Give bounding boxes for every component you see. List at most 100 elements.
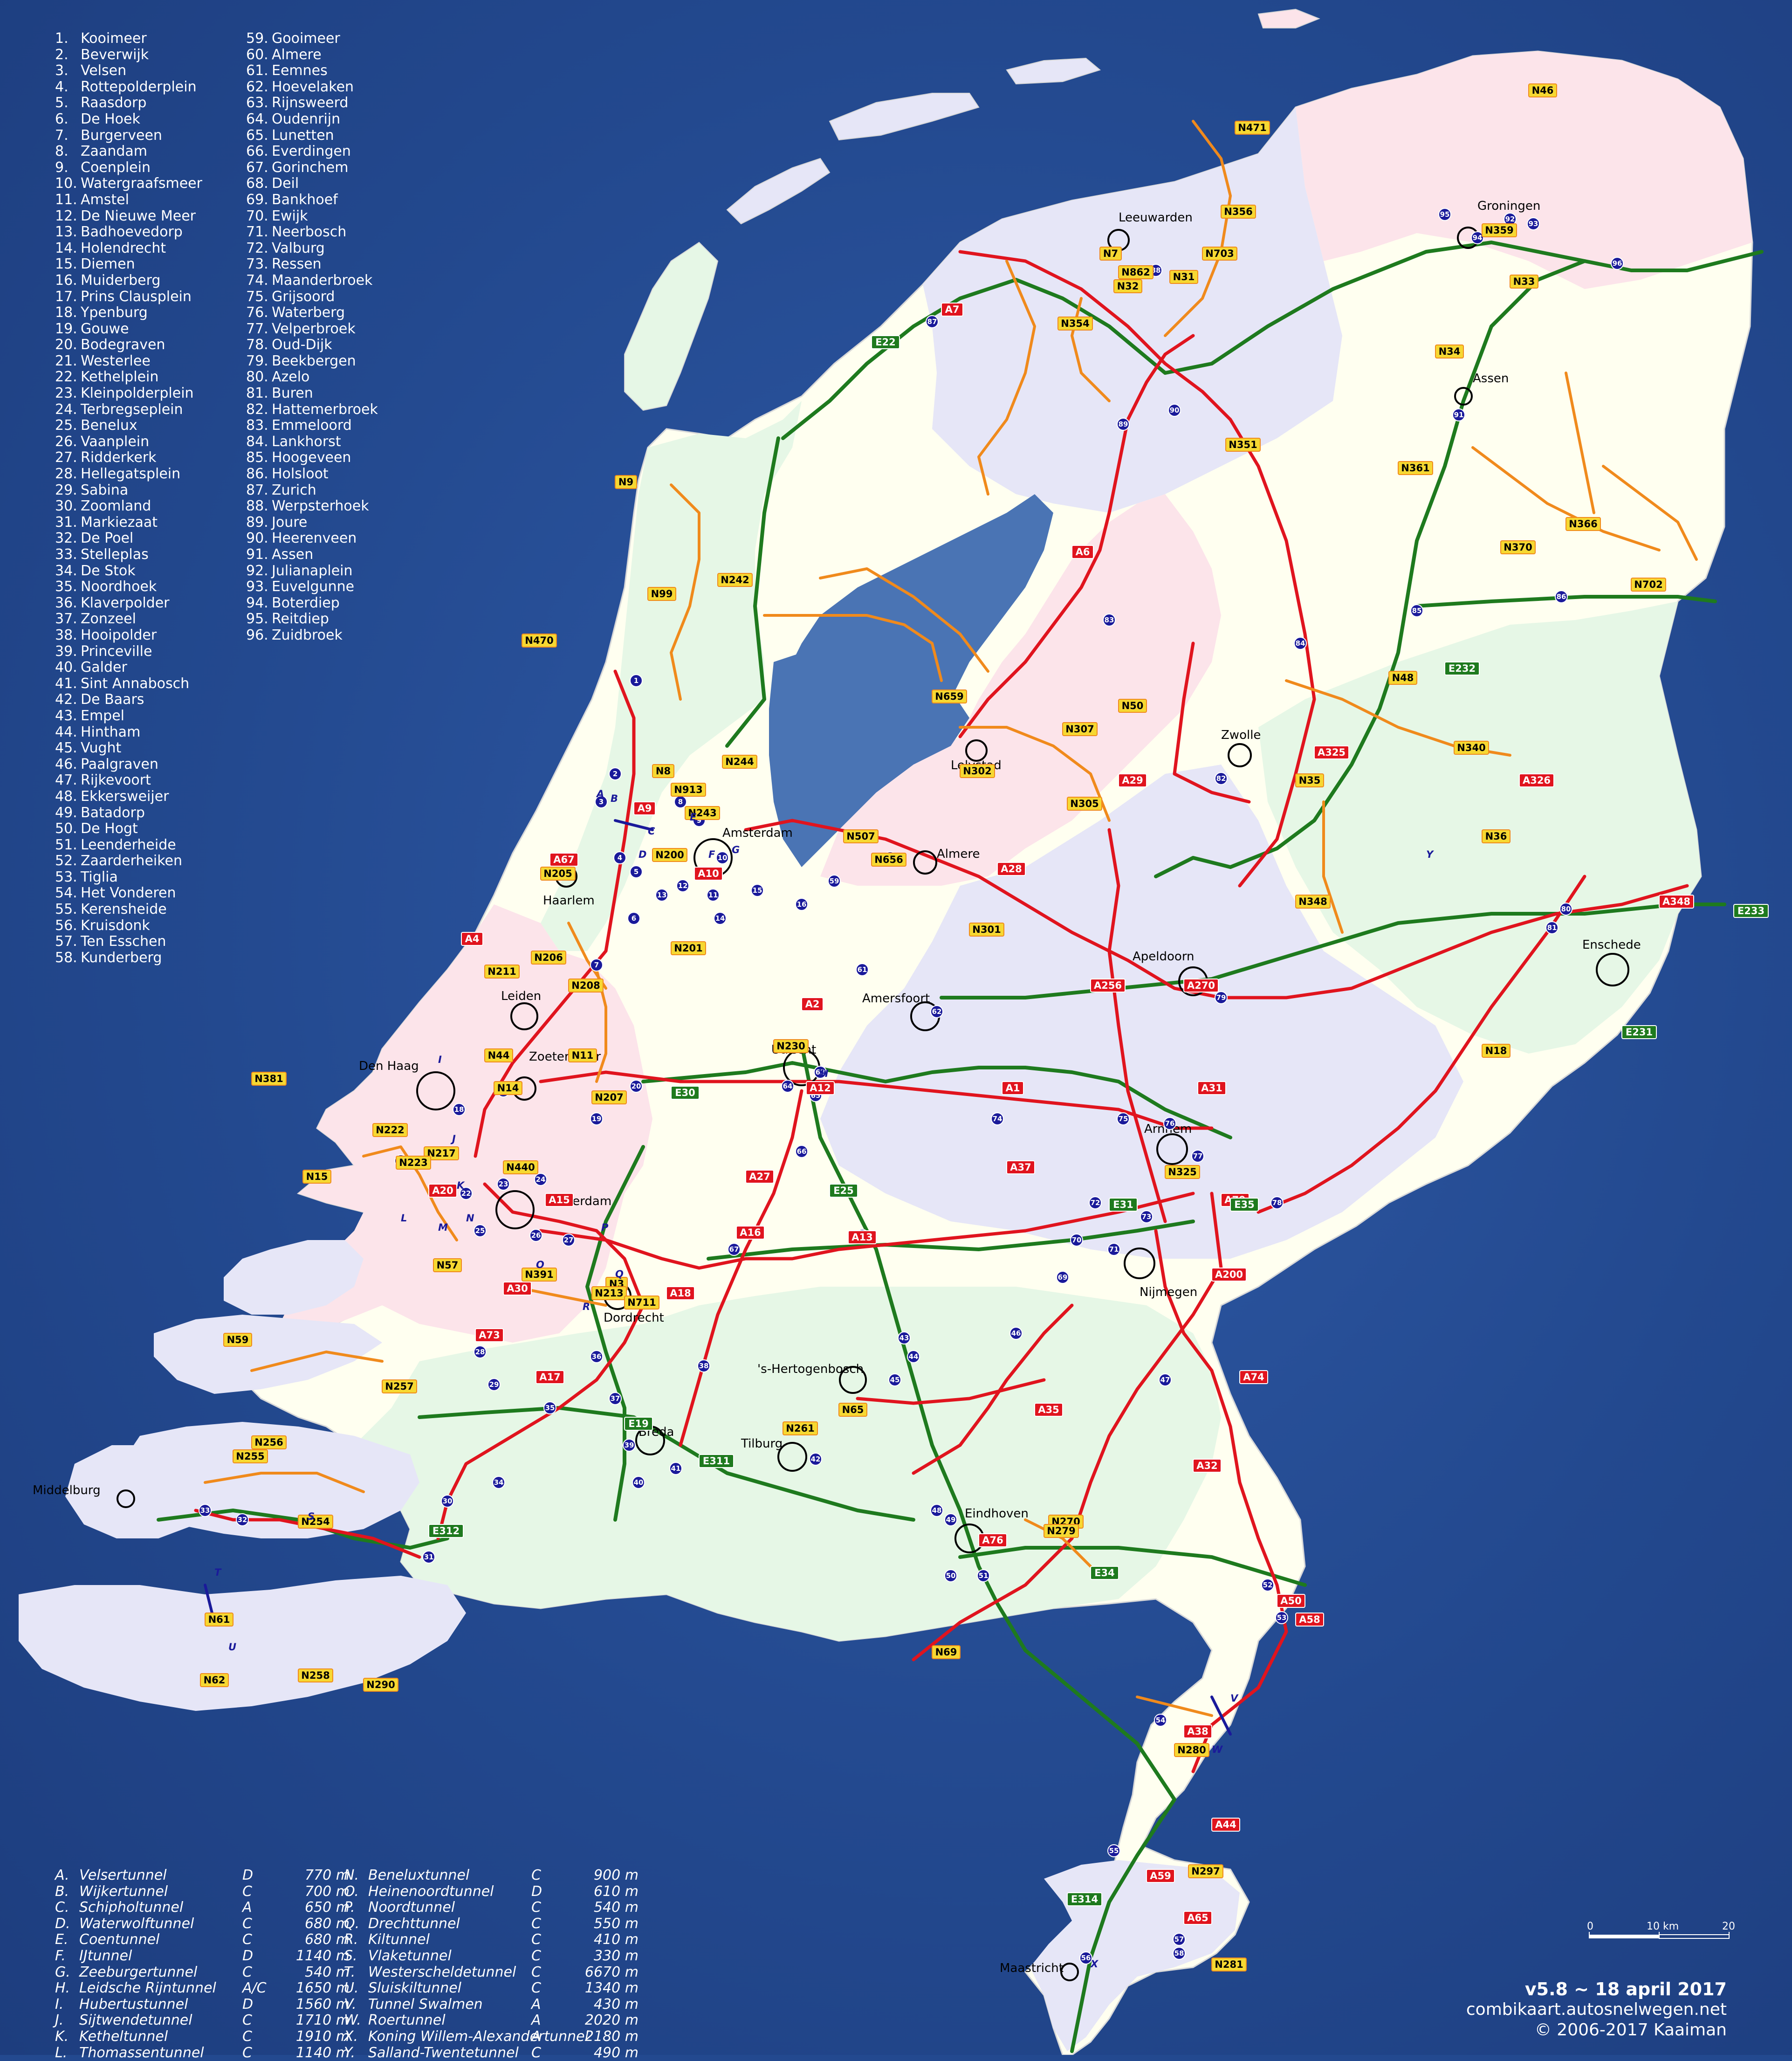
junction-marker[interactable]: 77 [1191, 1150, 1204, 1163]
junction-marker[interactable]: 95 [1438, 208, 1451, 221]
junction-marker[interactable]: 3 [595, 795, 608, 808]
road-shield-provincial[interactable]: N99 [647, 587, 676, 601]
junction-marker[interactable]: 41 [669, 1462, 682, 1475]
city-nijmegen[interactable]: Nijmegen [1124, 1248, 1197, 1299]
junction-marker[interactable]: 86 [1555, 590, 1568, 603]
road-shield-motorways[interactable]: A29 [1118, 773, 1147, 787]
road-shield-motorways[interactable]: A58 [1295, 1613, 1324, 1627]
road-shield-provincial[interactable]: N340 [1454, 741, 1489, 755]
road-shield-motorways[interactable]: A15 [545, 1193, 574, 1207]
city--s-hertogenbosch[interactable]: 's-Hertogenbosch [757, 1362, 867, 1394]
road-shield-provincial[interactable]: N381 [251, 1072, 287, 1086]
junction-marker[interactable]: 96 [1611, 257, 1624, 270]
junction-marker[interactable]: 69 [1056, 1271, 1069, 1284]
road-shield-provincial[interactable]: N18 [1482, 1044, 1510, 1058]
road-shield-provincial[interactable]: N31 [1169, 270, 1198, 284]
road-shield-european[interactable]: E31 [1109, 1198, 1138, 1212]
city-maastricht[interactable]: Maastricht [1000, 1961, 1079, 1981]
road-shield-motorways[interactable]: A10 [694, 867, 723, 881]
road-shield-provincial[interactable]: N50 [1118, 699, 1147, 713]
junction-marker[interactable]: 42 [809, 1453, 822, 1466]
road-shield-provincial[interactable]: N243 [685, 806, 720, 820]
road-shield-provincial[interactable]: N440 [503, 1160, 538, 1174]
road-shield-motorways[interactable]: A32 [1193, 1459, 1222, 1473]
road-shield-motorways[interactable]: A76 [978, 1533, 1007, 1547]
junction-marker[interactable]: 71 [1107, 1243, 1120, 1256]
road-shield-motorways[interactable]: A4 [461, 932, 483, 946]
road-shield-motorways[interactable]: A31 [1197, 1081, 1226, 1095]
junction-marker[interactable]: 33 [199, 1504, 212, 1517]
road-shield-european[interactable]: E35 [1230, 1198, 1259, 1212]
junction-marker[interactable]: 62 [930, 1005, 943, 1018]
road-shield-provincial[interactable]: N69 [932, 1645, 961, 1659]
junction-marker[interactable]: 64 [781, 1080, 794, 1093]
road-shield-provincial[interactable]: N230 [773, 1039, 809, 1053]
road-shield-provincial[interactable]: N15 [302, 1170, 331, 1184]
tunnel-marker[interactable]: V [1230, 1693, 1239, 1704]
junction-marker[interactable]: 8 [674, 795, 687, 808]
junction-marker[interactable]: 46 [1009, 1327, 1023, 1340]
road-shield-provincial[interactable]: N11 [568, 1048, 597, 1062]
tunnel-marker[interactable]: C [648, 826, 655, 837]
road-shield-provincial[interactable]: N359 [1482, 223, 1517, 237]
city-groningen[interactable]: Groningen [1457, 199, 1540, 249]
junction-marker[interactable]: 53 [1275, 1611, 1288, 1624]
road-shield-motorways[interactable]: A1 [1002, 1081, 1024, 1095]
junction-marker[interactable]: 31 [422, 1551, 435, 1564]
road-shield-provincial[interactable]: N280 [1174, 1743, 1209, 1757]
road-shield-motorways[interactable]: A6 [1071, 545, 1094, 559]
road-shield-provincial[interactable]: N301 [969, 923, 1004, 937]
road-shield-motorways[interactable]: A38 [1183, 1724, 1212, 1738]
road-shield-provincial[interactable]: N61 [205, 1613, 233, 1627]
road-shield-provincial[interactable]: N46 [1528, 83, 1557, 97]
road-shield-provincial[interactable]: N34 [1435, 345, 1464, 358]
junction-marker[interactable]: 27 [562, 1234, 575, 1247]
road-shield-provincial[interactable]: N281 [1211, 1958, 1247, 1971]
road-shield-motorways[interactable]: A74 [1239, 1370, 1268, 1384]
road-shield-motorways[interactable]: A17 [536, 1370, 564, 1384]
junction-marker[interactable]: 57 [1173, 1933, 1186, 1946]
website-link[interactable]: combikaart.autosnelwegen.net [1466, 2000, 1727, 2019]
road-shield-provincial[interactable]: N297 [1188, 1864, 1223, 1878]
junction-marker[interactable]: 25 [474, 1224, 487, 1237]
junction-marker[interactable]: 16 [795, 898, 808, 911]
tunnel-marker[interactable]: X [1090, 1958, 1099, 1970]
road-shield-european[interactable]: E22 [871, 335, 900, 349]
road-shield-motorways[interactable]: A37 [1006, 1160, 1035, 1174]
road-shield-provincial[interactable]: N8 [652, 764, 674, 778]
road-shield-motorways[interactable]: A59 [1146, 1869, 1175, 1883]
junction-marker[interactable]: 7 [590, 958, 603, 972]
junction-marker[interactable]: 59 [828, 875, 841, 888]
junction-marker[interactable]: 12 [676, 879, 689, 892]
road-shield-provincial[interactable]: N913 [671, 783, 706, 797]
junction-marker[interactable]: 45 [888, 1373, 901, 1386]
road-shield-provincial[interactable]: N702 [1631, 578, 1666, 592]
road-shield-european[interactable]: E311 [699, 1454, 734, 1468]
road-shield-provincial[interactable]: N48 [1388, 671, 1417, 685]
road-shield-provincial[interactable]: N213 [591, 1286, 627, 1300]
junction-marker[interactable]: 93 [1527, 217, 1540, 230]
road-shield-provincial[interactable]: N279 [1044, 1524, 1079, 1538]
city-eindhoven[interactable]: Eindhoven [954, 1507, 1029, 1553]
road-shield-provincial[interactable]: N257 [382, 1379, 417, 1393]
city-middelburg[interactable]: Middelburg [33, 1483, 135, 1508]
road-shield-provincial[interactable]: N366 [1565, 517, 1601, 531]
road-shield-motorways[interactable]: A325 [1314, 745, 1349, 759]
road-shield-motorways[interactable]: A270 [1183, 979, 1219, 993]
tunnel-marker[interactable]: Q [615, 1268, 624, 1280]
tunnel-marker[interactable]: O [536, 1259, 544, 1270]
road-shield-provincial[interactable]: N242 [717, 573, 753, 587]
junction-marker[interactable]: 58 [1173, 1947, 1186, 1960]
junction-marker[interactable]: 80 [1559, 903, 1572, 916]
road-shield-provincial[interactable]: N862 [1118, 265, 1153, 279]
tunnel-marker[interactable]: D [639, 849, 646, 860]
road-shield-provincial[interactable]: N290 [363, 1678, 398, 1692]
junction-marker[interactable]: 81 [1545, 921, 1559, 934]
road-shield-motorways[interactable]: A35 [1034, 1403, 1063, 1417]
road-shield-motorways[interactable]: A7 [941, 303, 963, 317]
road-shield-provincial[interactable]: N305 [1067, 797, 1102, 811]
road-shield-provincial[interactable]: N57 [433, 1258, 462, 1272]
road-shield-provincial[interactable]: N9 [615, 475, 637, 489]
tunnel-marker[interactable]: M [438, 1222, 448, 1233]
city-zwolle[interactable]: Zwolle [1221, 728, 1261, 767]
